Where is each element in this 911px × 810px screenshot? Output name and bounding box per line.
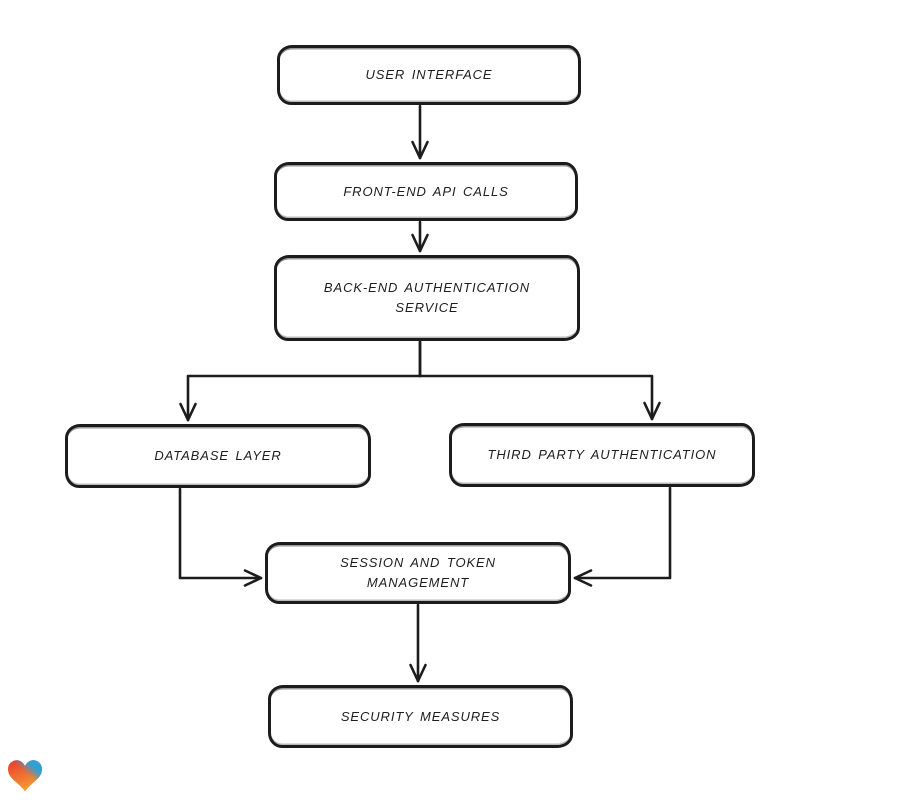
node-user-interface: USER INTERFACE (277, 45, 581, 105)
heart-logo (8, 759, 42, 792)
node-third-party-authentication: THIRD PARTY AUTHENTICATION (449, 423, 755, 487)
arrowhead-icon (243, 569, 263, 587)
node-label-security-measures: SECURITY MEASURES (340, 708, 501, 724)
node-label-third-party-authentication: THIRD PARTY AUTHENTICATION (487, 447, 717, 462)
node-security-measures: SECURITY MEASURES (268, 685, 573, 748)
edge-database-layer-to-session-and-token-management (178, 487, 263, 580)
node-label-back-end-authentication-service: BACK-END AUTHENTICATION SERVICE (323, 280, 531, 315)
heart-icon (8, 760, 42, 792)
node-label-database-layer: DATABASE LAYER (154, 448, 282, 463)
node-label-user-interface: USER INTERFACE (365, 67, 493, 82)
node-front-end-api-calls: FRONT-END API CALLS (274, 162, 578, 221)
edge-back-end-authentication-service-to-third-party-authentication (418, 340, 654, 421)
node-label-session-and-token-management: SESSION AND TOKEN MANAGEMENT (340, 555, 496, 590)
arrowhead-icon (179, 402, 197, 422)
node-back-end-authentication-service: BACK-END AUTHENTICATION SERVICE (274, 255, 580, 341)
arrowhead-icon (573, 569, 593, 587)
edge-back-end-authentication-service-to-database-layer (186, 340, 422, 422)
arrowhead-icon (643, 401, 661, 421)
arrowhead-icon (409, 663, 427, 683)
arrowhead-icon (411, 233, 429, 253)
arrowhead-icon (411, 140, 429, 160)
edge-third-party-authentication-to-session-and-token-management (573, 486, 672, 580)
node-label-front-end-api-calls: FRONT-END API CALLS (343, 183, 509, 199)
node-database-layer: DATABASE LAYER (65, 424, 371, 488)
node-session-and-token-management: SESSION AND TOKEN MANAGEMENT (265, 542, 571, 604)
